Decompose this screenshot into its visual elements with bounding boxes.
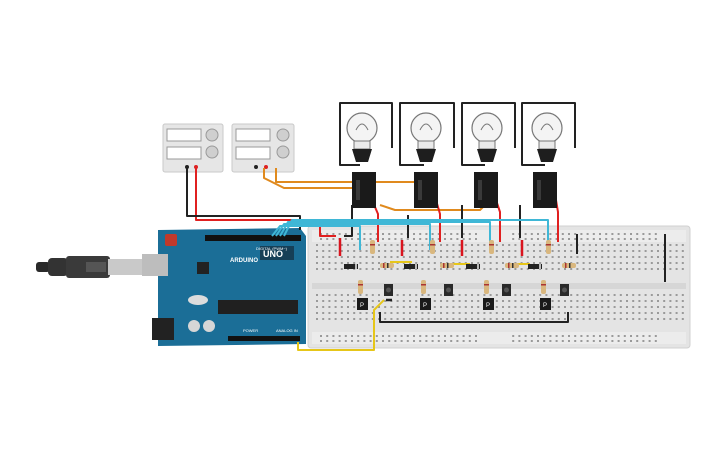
resistor[interactable]	[562, 263, 576, 268]
atmega-chip	[218, 300, 298, 314]
breadboard[interactable]	[307, 225, 691, 349]
digital-pins-label: DIGITAL (PWM~)	[256, 246, 288, 251]
wires	[186, 102, 576, 351]
relay[interactable]	[352, 172, 376, 208]
resistor[interactable]	[541, 280, 546, 294]
transistor-label: P	[360, 303, 364, 309]
resistor[interactable]	[546, 240, 551, 254]
resistor[interactable]	[430, 240, 435, 254]
transistor[interactable]: P	[540, 298, 551, 310]
lamps	[346, 112, 563, 162]
push-button[interactable]	[560, 284, 569, 296]
relays	[352, 172, 557, 208]
resistor[interactable]	[358, 280, 363, 294]
light-bulb[interactable]	[531, 112, 563, 162]
power-supply-1[interactable]	[162, 123, 224, 173]
resistor[interactable]	[505, 263, 519, 268]
resistor[interactable]	[489, 240, 494, 254]
resistor[interactable]	[440, 263, 454, 268]
power-jack	[152, 318, 174, 340]
diode[interactable]	[466, 264, 480, 269]
arduino-uno-board[interactable]: ARDUINO UNO DIGITAL (PWM~) POWER ANALOG …	[142, 228, 306, 346]
transistor[interactable]: P	[357, 298, 368, 310]
push-button[interactable]	[444, 284, 453, 296]
power-supply-2[interactable]	[231, 123, 295, 173]
transistor-label: P	[486, 303, 490, 309]
light-bulb[interactable]	[346, 112, 378, 162]
light-bulb[interactable]	[471, 112, 503, 162]
diode[interactable]	[528, 264, 542, 269]
power-label: POWER	[243, 328, 258, 333]
relay[interactable]	[533, 172, 557, 208]
resistor[interactable]	[370, 240, 375, 254]
resistor[interactable]	[380, 263, 394, 268]
arduino-brand-label: ARDUINO	[230, 258, 258, 264]
transistor[interactable]: P	[420, 298, 431, 310]
resistor[interactable]	[421, 280, 426, 294]
analog-in-label: ANALOG IN	[276, 328, 298, 333]
digital-header	[205, 235, 301, 241]
usb-port	[142, 254, 168, 276]
analog-header	[228, 336, 300, 341]
relay[interactable]	[414, 172, 438, 208]
resistor[interactable]	[484, 280, 489, 294]
push-button[interactable]	[502, 284, 511, 296]
light-bulb[interactable]	[410, 112, 442, 162]
diode[interactable]	[344, 264, 358, 269]
transistor-label: P	[423, 303, 427, 309]
usb-cable[interactable]	[36, 256, 144, 278]
transistor-label: P	[543, 303, 547, 309]
push-button[interactable]	[384, 284, 393, 296]
relay[interactable]	[474, 172, 498, 208]
reset-button[interactable]	[165, 234, 177, 246]
transistor[interactable]: P	[483, 298, 494, 310]
uno-label: UNO	[263, 249, 283, 259]
diode[interactable]	[404, 264, 418, 269]
